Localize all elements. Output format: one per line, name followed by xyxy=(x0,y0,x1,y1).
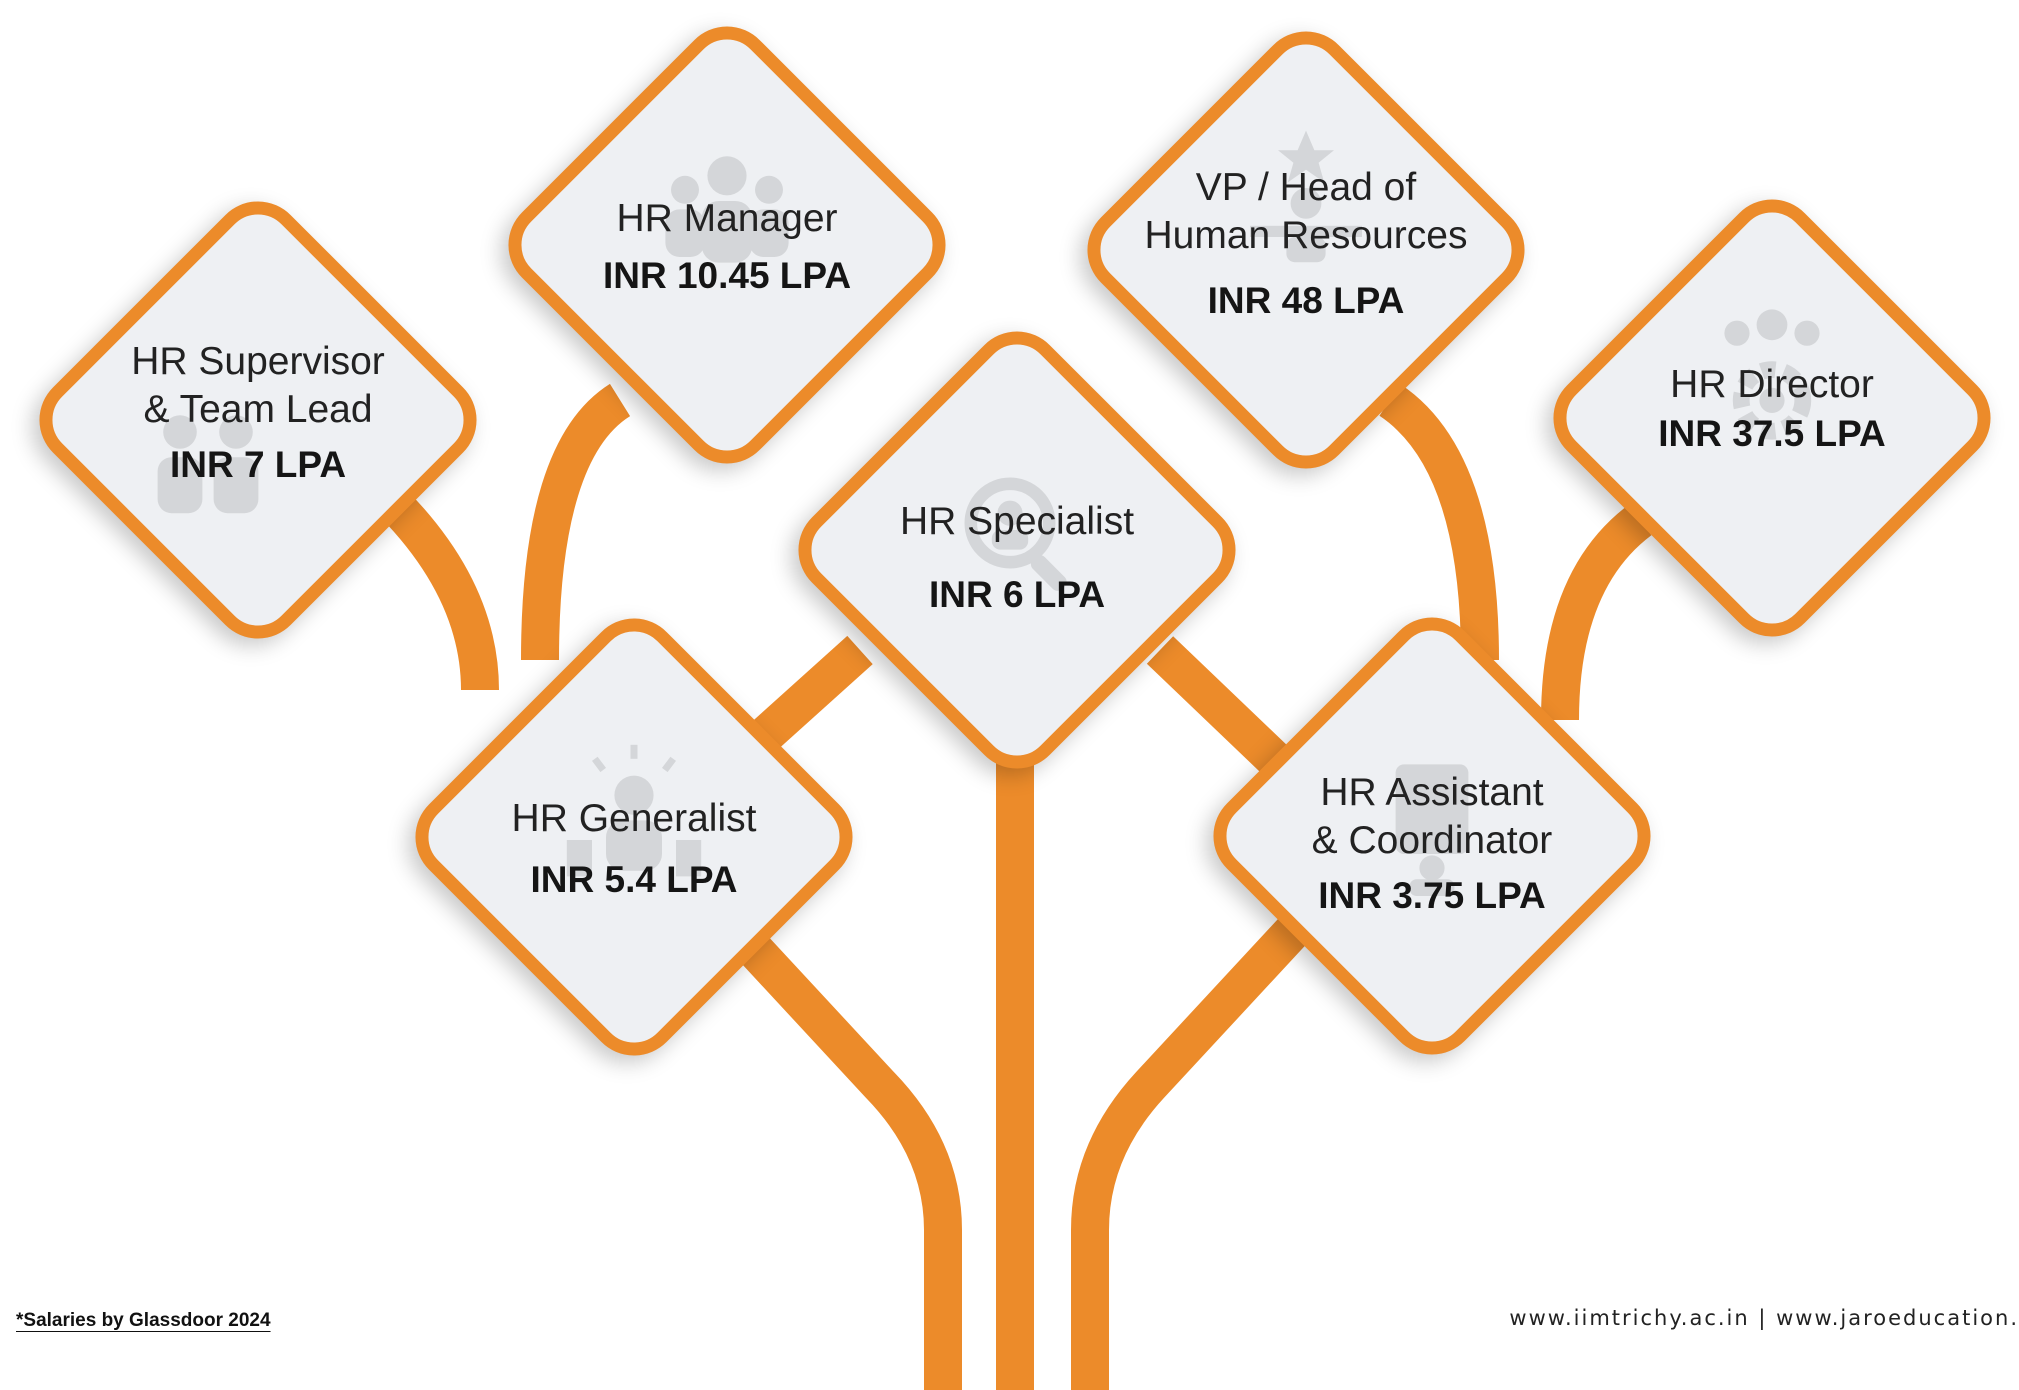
gear-people-icon xyxy=(1724,309,1820,440)
source-footnote: *Salaries by Glassdoor 2024 xyxy=(16,1310,271,1331)
branch-specialist-right xyxy=(1146,636,1289,774)
star-leader-icon xyxy=(1250,130,1362,263)
role-salary: INR 6 LPA xyxy=(928,574,1106,615)
lightbulb-person-icon xyxy=(566,744,702,877)
role-salary: INR 37.5 LPA xyxy=(1658,413,1886,454)
people-icon xyxy=(157,415,259,514)
role-title: HR Assistant & Coordinator xyxy=(1311,771,1553,862)
trunk-right xyxy=(1071,867,1354,1390)
branch-specialist-left xyxy=(747,635,873,755)
magnifier-person-icon xyxy=(964,477,1067,591)
role-title: HR Specialist xyxy=(899,500,1135,543)
role-salary: INR 10.45 LPA xyxy=(602,255,852,296)
trunk-left xyxy=(676,867,962,1390)
role-title: HR Supervisor & Team Lead xyxy=(131,340,385,431)
branch-supervisor xyxy=(376,486,499,691)
branch-vp xyxy=(1378,384,1499,661)
document-person-icon xyxy=(1395,764,1469,896)
team-group-icon xyxy=(665,156,789,263)
role-salary: INR 3.75 LPA xyxy=(1318,875,1546,916)
website-footer: www.iimtrichy.ac.in | www.jaroeducation. xyxy=(1509,1306,2019,1330)
role-title: VP / Head of Human Resources xyxy=(1144,166,1468,257)
role-title: HR Generalist xyxy=(511,797,757,840)
role-salary: INR 48 LPA xyxy=(1207,280,1405,321)
branch-manager xyxy=(521,383,631,661)
branch-director xyxy=(1541,504,1652,721)
role-salary: INR 5.4 LPA xyxy=(530,859,738,900)
role-salary: INR 7 LPA xyxy=(169,444,347,485)
role-title: HR Manager xyxy=(616,197,838,240)
role-title: HR Director xyxy=(1670,363,1874,406)
